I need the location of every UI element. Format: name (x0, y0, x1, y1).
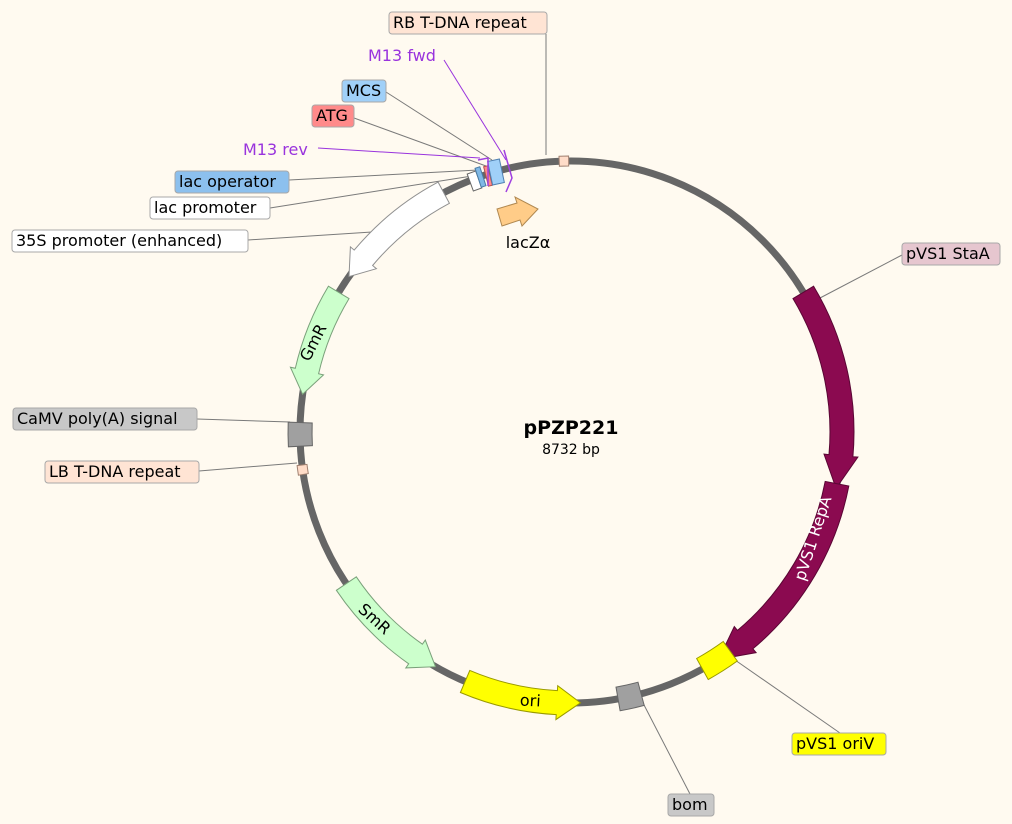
lac-operator-label: lac operator (179, 172, 276, 191)
lac-operator-leader-line (288, 169, 479, 181)
atg-leader-line (353, 117, 487, 167)
m13-fwd-label: M13 fwd (368, 46, 436, 65)
bom-label-box (667, 793, 715, 817)
lb-tdna-feature (296, 463, 309, 476)
rb-tdna-label: RB T-DNA repeat (393, 13, 527, 32)
m13-rev-primer-mark (477, 157, 489, 186)
lac-promoter-label: lac promoter (154, 198, 257, 217)
mcs-feature (487, 158, 505, 186)
pvs1-staa-label-box (901, 242, 1001, 266)
35s-promoter-label: 35S promoter (enhanced) (16, 231, 222, 250)
m13-fwd-leader-line (443, 59, 507, 161)
m13-fwd-primer-mark (503, 149, 513, 193)
label-leader-lines (196, 34, 903, 795)
atg-label: ATG (316, 106, 348, 125)
atg-label-box (311, 104, 355, 128)
plasmid-name: pPZP221 (524, 417, 619, 439)
35s-promoter-label-box (11, 229, 249, 253)
pvs1-staa-leader-line (819, 254, 903, 299)
smr-feature (335, 576, 437, 669)
lac-promoter-leader-line (269, 175, 473, 209)
mcs-label: MCS (346, 81, 381, 100)
feature-shapes (287, 149, 859, 721)
bom-feature (615, 681, 645, 712)
ori-feature (459, 669, 582, 721)
rb-tdna-feature (558, 155, 570, 167)
pvs1-repa-feature (717, 480, 850, 660)
gmr-feature (289, 285, 350, 396)
pvs1-oriv-feature (695, 640, 738, 681)
pvs1-oriv-label-box (791, 732, 887, 756)
ori-inline-label: ori (519, 690, 541, 710)
m13-rev-label: M13 rev (243, 140, 308, 159)
lac-operator-feature (474, 166, 487, 188)
35s-promoter-feature (348, 181, 451, 278)
35s-promoter-leader-line (247, 231, 373, 241)
camv-polya-label-box (12, 407, 198, 431)
rb-tdna-label-box (388, 11, 548, 35)
lacz-alpha-feature (496, 195, 539, 227)
lac-promoter-label-box (149, 196, 271, 220)
lacz-alpha-inline-label: lacZα (506, 233, 551, 252)
mcs-label-box (341, 79, 387, 103)
lb-tdna-label-box (44, 460, 200, 484)
camv-polya-feature (287, 421, 313, 448)
camv-polya-leader-line (196, 418, 291, 423)
m13-rev-leader-line (317, 147, 481, 159)
lb-tdna-label: LB T-DNA repeat (49, 462, 181, 481)
pvs1-oriv-label: pVS1 oriV (796, 734, 874, 753)
pvs1-oriv-leader-line (734, 659, 841, 734)
plasmid-size: 8732 bp (542, 442, 600, 458)
bom-label: bom (672, 795, 708, 814)
bom-leader-line (642, 702, 691, 795)
lb-tdna-leader-line (198, 462, 298, 472)
pvs1-staa-label: pVS1 StaA (906, 244, 990, 263)
pvs1-staa-feature (792, 285, 859, 490)
lac-operator-label-box (174, 170, 290, 194)
camv-polya-label: CaMV poly(A) signal (17, 409, 178, 428)
mcs-leader-line (385, 91, 493, 161)
